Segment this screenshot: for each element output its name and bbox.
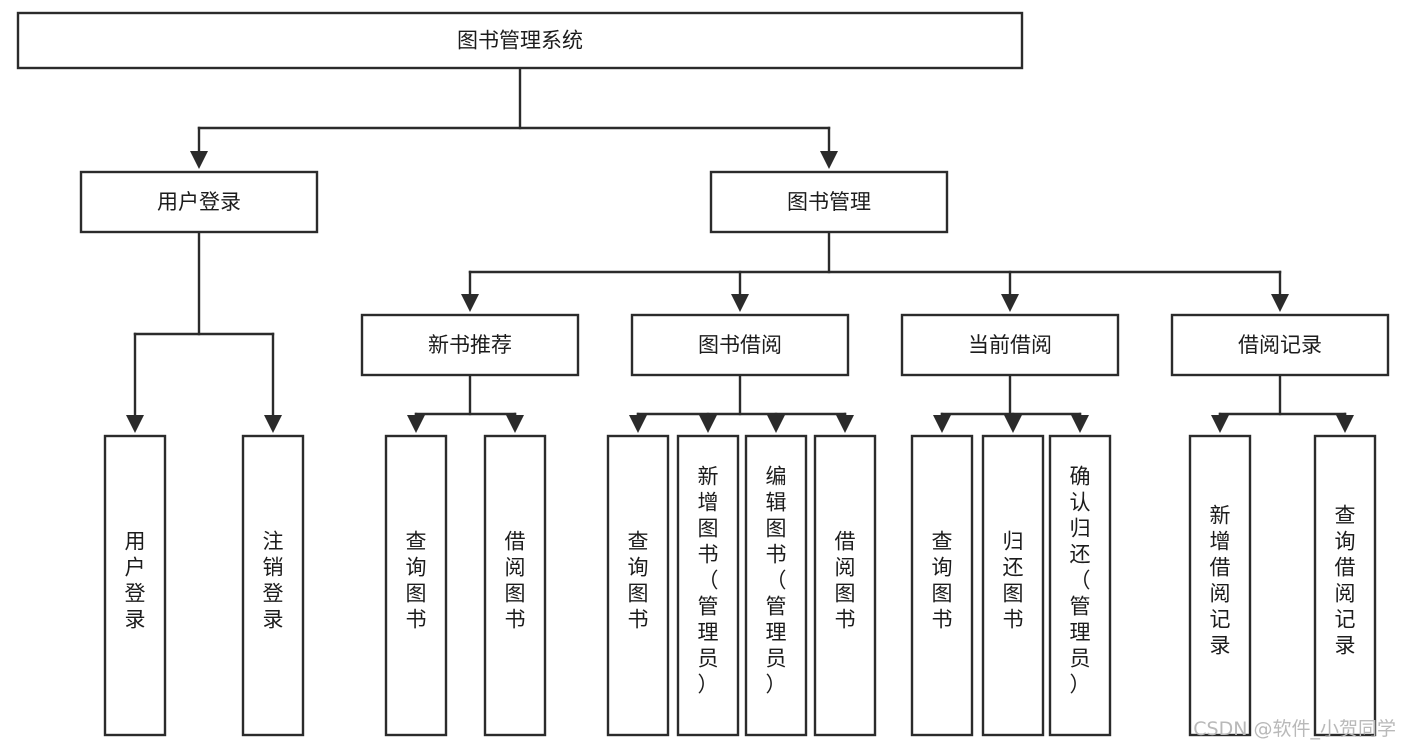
node-box [483, 434, 547, 737]
nodes-layer: 图书管理系统用户登录图书管理新书推荐图书借阅当前借阅借阅记录用户登录注销登录查询… [16, 11, 1390, 737]
leaf-node-leaf-add-book-admin[interactable]: 新增图书（管理员） [676, 434, 740, 737]
arrow-head-icon [407, 415, 425, 433]
node-box [1188, 434, 1252, 737]
level2-node-book-management[interactable]: 图书管理 [709, 170, 949, 234]
node-label: 新增借阅记录 [1210, 504, 1231, 658]
node-label: 用户登录 [125, 530, 146, 632]
leaf-node-leaf-borrow-book-recommend[interactable]: 借阅图书 [483, 434, 547, 737]
node-box [241, 434, 305, 737]
node-label: 查询图书 [628, 530, 649, 632]
leaf-node-leaf-query-borrow-record[interactable]: 查询借阅记录 [1313, 434, 1377, 737]
node-label: 借阅图书 [835, 530, 856, 632]
node-label: 图书借阅 [698, 333, 782, 357]
leaf-node-leaf-query-book[interactable]: 查询图书 [606, 434, 670, 737]
node-label: 归还图书 [1003, 530, 1024, 632]
node-box [630, 313, 850, 377]
node-label: 查询图书 [932, 530, 953, 632]
node-label: 图书管理系统 [457, 29, 583, 53]
node-box [606, 434, 670, 737]
node-label: 用户登录 [157, 190, 241, 214]
level3-node-book-borrow[interactable]: 图书借阅 [630, 313, 850, 377]
leaf-node-leaf-user-login[interactable]: 用户登录 [103, 434, 167, 737]
arrow-head-icon [731, 294, 749, 312]
node-label: 查询借阅记录 [1335, 504, 1356, 658]
node-box [1170, 313, 1390, 377]
arrow-head-icon [629, 415, 647, 433]
arrow-head-icon [126, 415, 144, 433]
arrow-head-icon [699, 415, 717, 433]
node-label: 图书管理 [787, 190, 871, 214]
arrow-head-icon [190, 151, 208, 169]
level3-node-new-book-recommend[interactable]: 新书推荐 [360, 313, 580, 377]
arrow-head-icon [1004, 415, 1022, 433]
arrow-head-icon [264, 415, 282, 433]
leaf-node-leaf-edit-book-admin[interactable]: 编辑图书（管理员） [744, 434, 808, 737]
leaf-node-leaf-logout[interactable]: 注销登录 [241, 434, 305, 737]
node-label: 新增图书（管理员） [698, 465, 719, 697]
level3-node-current-borrow[interactable]: 当前借阅 [900, 313, 1120, 377]
node-box [744, 434, 808, 737]
connectors-layer [126, 66, 1354, 433]
node-box [900, 313, 1120, 377]
level3-node-borrow-record[interactable]: 借阅记录 [1170, 313, 1390, 377]
arrow-head-icon [1211, 415, 1229, 433]
node-box [16, 11, 1024, 70]
node-label: 当前借阅 [968, 333, 1052, 357]
arrow-head-icon [506, 415, 524, 433]
node-box [103, 434, 167, 737]
node-label: 注销登录 [263, 530, 284, 632]
leaf-node-leaf-confirm-return-admin[interactable]: 确认归还（管理员） [1048, 434, 1112, 737]
node-box [813, 434, 877, 737]
node-box [709, 170, 949, 234]
node-box [360, 313, 580, 377]
level2-node-user-login[interactable]: 用户登录 [79, 170, 319, 234]
node-label: 查询图书 [406, 530, 427, 632]
node-label: 借阅记录 [1238, 333, 1322, 357]
leaf-node-leaf-query-book-current[interactable]: 查询图书 [910, 434, 974, 737]
leaf-node-leaf-borrow-book[interactable]: 借阅图书 [813, 434, 877, 737]
node-label: 确认归还（管理员） [1070, 465, 1091, 697]
node-box [1313, 434, 1377, 737]
leaf-node-leaf-add-borrow-record[interactable]: 新增借阅记录 [1188, 434, 1252, 737]
leaf-node-leaf-query-book-recommend[interactable]: 查询图书 [384, 434, 448, 737]
arrow-head-icon [767, 415, 785, 433]
node-label: 编辑图书（管理员） [766, 465, 787, 697]
node-box [1048, 434, 1112, 737]
node-label: 新书推荐 [428, 333, 512, 357]
node-box [981, 434, 1045, 737]
node-box [79, 170, 319, 234]
arrow-head-icon [1271, 294, 1289, 312]
root-node-root[interactable]: 图书管理系统 [16, 11, 1024, 70]
node-box [910, 434, 974, 737]
arrow-head-icon [820, 151, 838, 169]
arrow-head-icon [1071, 415, 1089, 433]
node-label: 借阅图书 [505, 530, 526, 632]
node-box [384, 434, 448, 737]
arrow-head-icon [836, 415, 854, 433]
leaf-node-leaf-return-book[interactable]: 归还图书 [981, 434, 1045, 737]
arrow-head-icon [933, 415, 951, 433]
arrow-head-icon [1336, 415, 1354, 433]
csdn-watermark: CSDN @软件_小贺同学 [1193, 718, 1396, 740]
arrow-head-icon [1001, 294, 1019, 312]
node-box [676, 434, 740, 737]
arrow-head-icon [461, 294, 479, 312]
